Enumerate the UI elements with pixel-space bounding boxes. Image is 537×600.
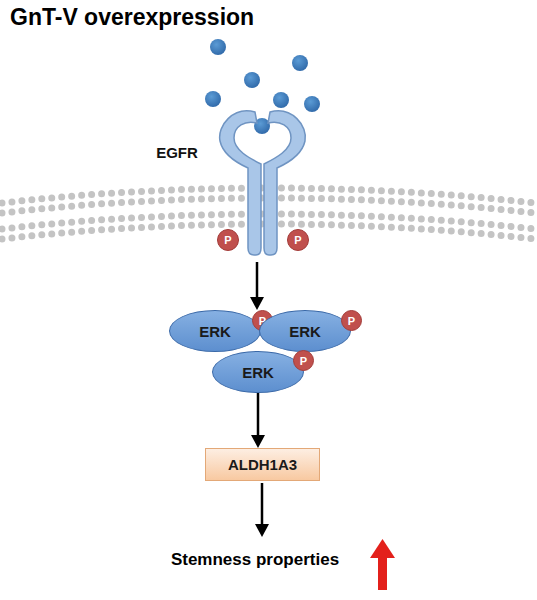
ligand-dots [205,39,320,134]
kinase-oval: ERKP [259,310,351,352]
node-label: ALDH1A3 [206,449,319,480]
node-label: P [218,230,238,250]
node-label: ERK [170,311,260,351]
kinase-oval: ERKP [212,351,304,393]
node-label: P [288,230,308,250]
kinase-oval: ERKP [169,310,261,352]
node-label: P [342,311,361,330]
node-label: P [294,351,313,370]
phospho-circle: P [217,229,239,251]
gene-box: ALDH1A3 [205,448,320,481]
flow-arrow [250,262,264,310]
phospho-circle: P [341,310,362,331]
flow-arrow [255,483,269,537]
phospho-circle: P [287,229,309,251]
node-label: ERK [260,311,350,351]
increase-arrow [370,539,395,590]
phospho-circle: P [293,350,314,371]
diagram-title: GnT-V overexpression [10,4,254,31]
receptor: EGFRPP [205,108,320,262]
node-label: EGFR [155,142,199,162]
flow-arrow [251,393,265,448]
arrow-shaft [256,262,259,299]
arrow-head [250,297,264,310]
node-label: ERK [213,352,303,392]
arrow-shaft [257,393,260,437]
arrow-head [251,435,265,448]
outcome-label: Stemness properties [130,550,380,570]
